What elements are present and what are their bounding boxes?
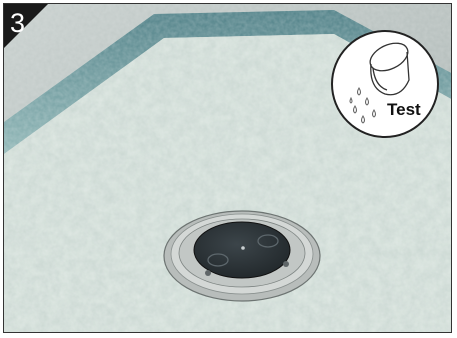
step-number-badge: 3 (4, 4, 48, 48)
test-label: Test (387, 100, 421, 120)
illustration-frame: 3 Test (3, 3, 452, 333)
step-number: 3 (10, 8, 25, 38)
water-drops-bucket-icon (329, 28, 441, 140)
test-badge: Test (329, 28, 441, 140)
